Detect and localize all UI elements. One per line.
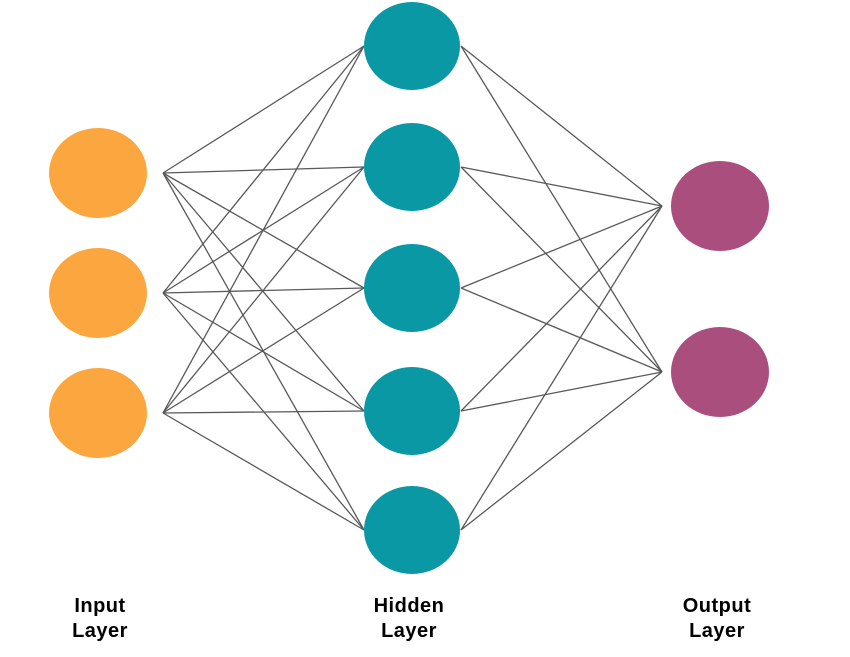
hidden-layer-node-3 xyxy=(364,244,460,332)
hidden-layer-node-4 xyxy=(364,367,460,455)
input-layer-label-line1: Input xyxy=(74,595,126,617)
edge-hidden-1-to-output-2 xyxy=(460,45,663,373)
edge-hidden-2-to-output-2 xyxy=(460,166,663,373)
edge-input-2-to-hidden-4 xyxy=(162,292,365,412)
output-layer-label-line2: Layer xyxy=(689,620,745,642)
edge-hidden-4-to-output-1 xyxy=(460,205,663,412)
input-layer-label-line2: Layer xyxy=(72,620,128,642)
output-layer-label-line1: Output xyxy=(682,595,752,617)
hidden-layer-node-1 xyxy=(364,2,460,90)
input-layer-node-2 xyxy=(49,248,147,338)
edge-hidden-5-to-output-2 xyxy=(460,371,663,531)
input-layer-node-3 xyxy=(49,368,147,458)
edge-input-1-to-hidden-1 xyxy=(162,45,365,174)
output-layer-node-1 xyxy=(671,161,769,251)
input-layer-label: Input Layer xyxy=(72,594,128,644)
hidden-layer-label-line2: Layer xyxy=(381,620,437,642)
edge-input-3-to-hidden-2 xyxy=(162,166,365,414)
edge-input-1-to-hidden-4 xyxy=(162,172,365,412)
edge-hidden-1-to-output-1 xyxy=(460,45,663,207)
input-layer-node-1 xyxy=(49,128,147,218)
edge-hidden-2-to-output-1 xyxy=(460,166,663,207)
output-layer-label: Output Layer xyxy=(683,594,752,644)
hidden-layer-node-2 xyxy=(364,123,460,211)
output-layer-node-2 xyxy=(671,327,769,417)
hidden-layer-label: Hidden Layer xyxy=(374,594,445,644)
edge-hidden-3-to-output-1 xyxy=(460,205,663,289)
edge-hidden-4-to-output-2 xyxy=(460,371,663,412)
edge-hidden-3-to-output-2 xyxy=(460,287,663,373)
edge-input-2-to-hidden-1 xyxy=(162,45,365,294)
hidden-layer-label-line1: Hidden xyxy=(373,595,445,617)
edge-input-3-to-hidden-1 xyxy=(162,45,365,414)
edge-input-3-to-hidden-4 xyxy=(162,410,365,414)
edge-input-3-to-hidden-5 xyxy=(162,412,365,531)
edge-input-3-to-hidden-3 xyxy=(162,287,365,414)
edge-hidden-5-to-output-1 xyxy=(460,205,663,531)
hidden-layer-node-5 xyxy=(364,486,460,574)
